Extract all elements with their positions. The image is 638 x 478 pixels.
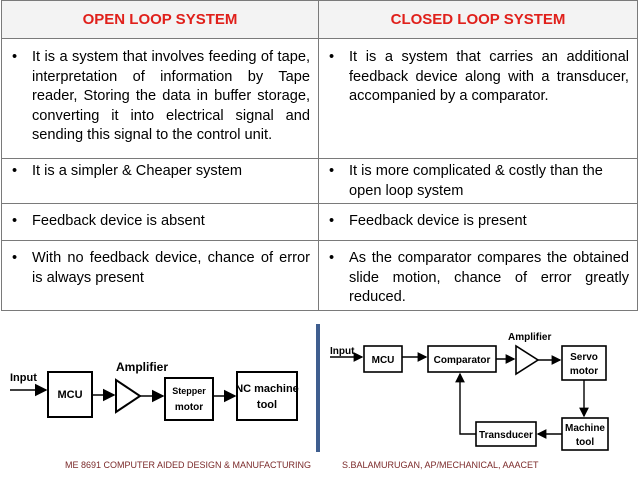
cl-mcu-label: MCU bbox=[372, 355, 395, 366]
cl-servo-line1: Servo bbox=[570, 352, 598, 363]
closed-loop-point-1: • It is a system that carries an addition… bbox=[318, 38, 638, 159]
ol-nc-line2: tool bbox=[257, 399, 277, 411]
bullet: • bbox=[12, 163, 18, 179]
cl-comparator-label: Comparator bbox=[434, 355, 491, 366]
cl-machine-line1: Machine bbox=[565, 423, 605, 434]
open-loop-diagram: Input MCU Amplifier Stepper motor NC mac… bbox=[10, 360, 299, 421]
cl-transducer-label: Transducer bbox=[479, 430, 533, 441]
cl-machine-line2: tool bbox=[576, 437, 595, 448]
ol-mcu-label: MCU bbox=[57, 389, 82, 401]
ol-nc-machine-box bbox=[236, 371, 298, 421]
bullet: • bbox=[329, 213, 335, 229]
cell-text: It is a simpler & Cheaper system bbox=[32, 163, 243, 179]
cl-mcu-box bbox=[363, 345, 403, 373]
cl-input-label: Input bbox=[330, 346, 355, 357]
footer-course: ME 8691 COMPUTER AIDED DESIGN & MANUFACT… bbox=[65, 460, 312, 470]
open-loop-point-2: • It is a simpler & Cheaper system bbox=[1, 158, 319, 204]
ol-stepper-line2: motor bbox=[175, 402, 203, 413]
bullet: • bbox=[12, 213, 18, 229]
ol-stepper-line1: Stepper bbox=[172, 386, 206, 396]
cell-text: As the comparator compares the obtained … bbox=[349, 250, 629, 305]
bullet: • bbox=[12, 49, 18, 65]
ol-amplifier-label: Amplifier bbox=[116, 360, 168, 374]
cell-text: Feedback device is present bbox=[349, 213, 527, 229]
cell-text: It is a system that involves feeding of … bbox=[32, 49, 310, 143]
cl-amplifier-label: Amplifier bbox=[508, 332, 551, 343]
cl-servo-box bbox=[561, 345, 607, 381]
cell-text: Feedback device is absent bbox=[32, 213, 205, 229]
header-open-loop: OPEN LOOP SYSTEM bbox=[1, 0, 319, 39]
open-loop-point-4: • With no feedback device, chance of erro… bbox=[1, 240, 319, 311]
cl-feedback-arrow bbox=[455, 372, 476, 435]
ol-amplifier-triangle bbox=[115, 378, 142, 414]
open-loop-point-3: • Feedback device is absent bbox=[1, 203, 319, 241]
cell-text: It is more complicated & costly than the… bbox=[349, 163, 603, 199]
cl-machine-tool-box bbox=[561, 417, 609, 451]
footer-author: S.BALAMURUGAN, AP/MECHANICAL, AAACET bbox=[342, 460, 539, 470]
closed-loop-point-3: • Feedback device is present bbox=[318, 203, 638, 241]
bullet: • bbox=[329, 250, 335, 266]
closed-loop-point-2: • It is more complicated & costly than th… bbox=[318, 158, 638, 204]
ol-nc-line1: NC machine bbox=[235, 383, 299, 395]
cl-servo-line2: motor bbox=[570, 366, 598, 377]
bullet: • bbox=[12, 250, 18, 266]
cell-text: With no feedback device, chance of error… bbox=[32, 250, 310, 286]
closed-loop-diagram: Input MCU Comparator Amplifier Servo mot… bbox=[330, 332, 609, 451]
closed-loop-point-4: • As the comparator compares the obtained… bbox=[318, 240, 638, 311]
ol-input-label: Input bbox=[10, 372, 37, 384]
bullet: • bbox=[329, 49, 335, 65]
header-closed-loop: CLOSED LOOP SYSTEM bbox=[318, 0, 638, 39]
ol-stepper-box bbox=[164, 377, 214, 421]
bullet: • bbox=[329, 163, 335, 179]
comparison-table: OPEN LOOP SYSTEM CLOSED LOOP SYSTEM • It … bbox=[1, 0, 638, 311]
cl-amplifier-triangle bbox=[515, 344, 540, 376]
diagram-divider bbox=[316, 324, 320, 452]
cell-text: It is a system that carries an additiona… bbox=[349, 49, 629, 104]
open-loop-point-1: • It is a system that involves feeding of… bbox=[1, 38, 319, 159]
